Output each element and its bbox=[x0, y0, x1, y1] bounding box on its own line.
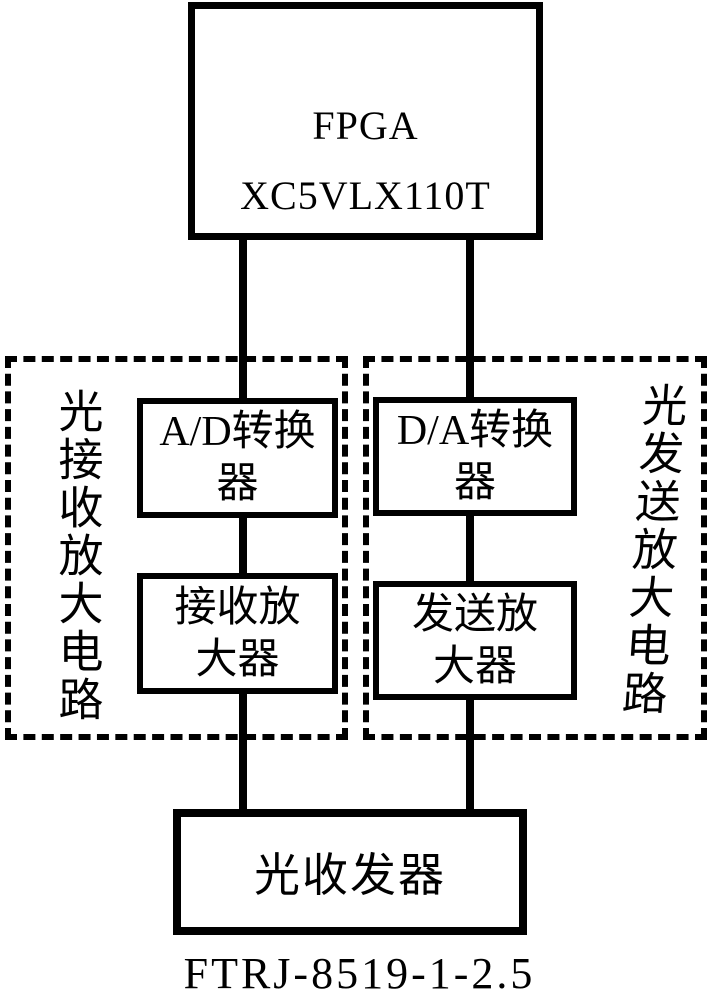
transmit-amplifier-box: 发送放 大器 bbox=[373, 581, 577, 700]
connector-fpga-to-adc bbox=[239, 236, 247, 402]
fpga-part-number: XC5VLX110T bbox=[240, 173, 491, 218]
fpga-label: FPGA bbox=[312, 103, 419, 148]
tx-amp-label-line2: 大器 bbox=[432, 643, 517, 690]
adc-converter-box: A/D转换 器 bbox=[137, 398, 338, 518]
receive-circuit-label: 光接收放大电路 bbox=[51, 388, 102, 724]
transceiver-part-number: FTRJ-8519-1-2.5 bbox=[183, 949, 536, 998]
transceiver-label: 光收发器 bbox=[254, 850, 446, 901]
adc-label-line1: A/D转换 bbox=[159, 409, 316, 455]
optical-transceiver-box: 光收发器 bbox=[173, 809, 527, 935]
connector-fpga-to-dac bbox=[466, 236, 474, 401]
dac-label-line1: D/A转换 bbox=[396, 407, 554, 454]
rx-amp-label-line2: 大器 bbox=[195, 636, 280, 683]
connector-dac-to-tx-amp bbox=[466, 512, 474, 585]
receive-amplifier-box: 接收放 大器 bbox=[137, 573, 338, 694]
connector-rx-amp-to-transceiver bbox=[239, 690, 247, 813]
connector-tx-amp-to-transceiver bbox=[466, 696, 474, 813]
tx-amp-label-line1: 发送放 bbox=[411, 591, 538, 638]
dac-label-line2: 器 bbox=[453, 459, 496, 506]
dac-converter-box: D/A转换 器 bbox=[373, 397, 577, 516]
connector-adc-to-rx-amp bbox=[239, 514, 247, 577]
adc-label-line2: 器 bbox=[216, 461, 259, 507]
receive-circuit-frame bbox=[5, 356, 348, 740]
rx-amp-label-line1: 接收放 bbox=[174, 584, 301, 631]
transmit-circuit-frame bbox=[363, 356, 707, 740]
fpga-box: FPGA XC5VLX110T bbox=[188, 2, 543, 240]
